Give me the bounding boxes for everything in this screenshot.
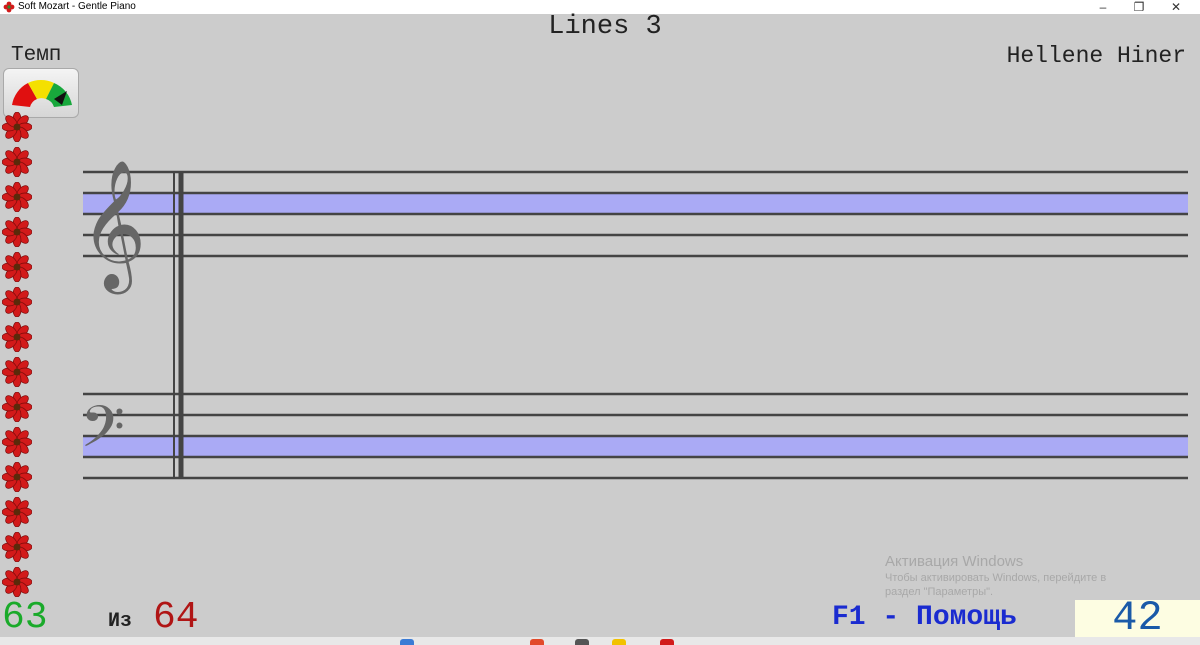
flower-icon	[1, 216, 33, 248]
activation-line-2: раздел "Параметры".	[885, 586, 994, 598]
windows-activation-watermark: Активация Windows Чтобы активировать Win…	[885, 553, 1106, 599]
taskbar-app-icon[interactable]	[575, 639, 589, 645]
treble-staff	[83, 170, 1188, 258]
flower-icon	[1, 426, 33, 458]
taskbar-app-icon[interactable]	[400, 639, 414, 645]
title-bar: Soft Mozart - Gentle Piano – ❐ ✕	[0, 0, 1200, 14]
of-label: Из	[108, 610, 133, 633]
flower-icon	[1, 286, 33, 318]
bass-staff	[83, 392, 1188, 480]
tempo-gauge-icon	[12, 80, 72, 107]
taskbar-app-icon[interactable]	[612, 639, 626, 645]
brace-bar	[173, 172, 184, 478]
student-name: Hellene Hiner	[1006, 43, 1186, 69]
lesson-title: Lines 3	[548, 12, 662, 42]
flower-icon	[1, 461, 33, 493]
tempo-label: Темп	[11, 44, 62, 67]
maximize-button[interactable]: ❐	[1133, 0, 1145, 14]
flower-icon	[1, 321, 33, 353]
flower-icon	[1, 181, 33, 213]
close-button[interactable]: ✕	[1170, 0, 1182, 14]
activation-heading: Активация Windows	[885, 553, 1024, 570]
flower-icon	[1, 356, 33, 388]
flower-icon	[1, 111, 33, 143]
taskbar	[0, 637, 1200, 645]
treble-clef-icon: 𝄞	[80, 159, 146, 295]
bass-clef-icon: 𝄢	[80, 393, 125, 475]
flower-icon	[1, 146, 33, 178]
flower-icon	[1, 496, 33, 528]
bass-highlight	[83, 437, 1188, 456]
total-count: 64	[153, 596, 199, 639]
flower-icon	[1, 251, 33, 283]
flower-icon	[1, 566, 33, 598]
correct-score: 63	[2, 596, 48, 639]
treble-highlight	[83, 194, 1188, 213]
window-title: Soft Mozart - Gentle Piano	[18, 1, 136, 12]
help-hint[interactable]: F1 - Помощь	[832, 602, 1017, 633]
activation-line-1: Чтобы активировать Windows, перейдите в	[885, 572, 1107, 584]
tempo-button[interactable]	[3, 68, 79, 118]
flower-icon	[1, 531, 33, 563]
app-flower-icon	[3, 1, 15, 13]
minimize-button[interactable]: –	[1099, 0, 1107, 14]
taskbar-app-icon[interactable]	[660, 639, 674, 645]
taskbar-app-icon[interactable]	[530, 639, 544, 645]
remaining-counter: 42	[1112, 594, 1163, 642]
flower-icon	[1, 391, 33, 423]
